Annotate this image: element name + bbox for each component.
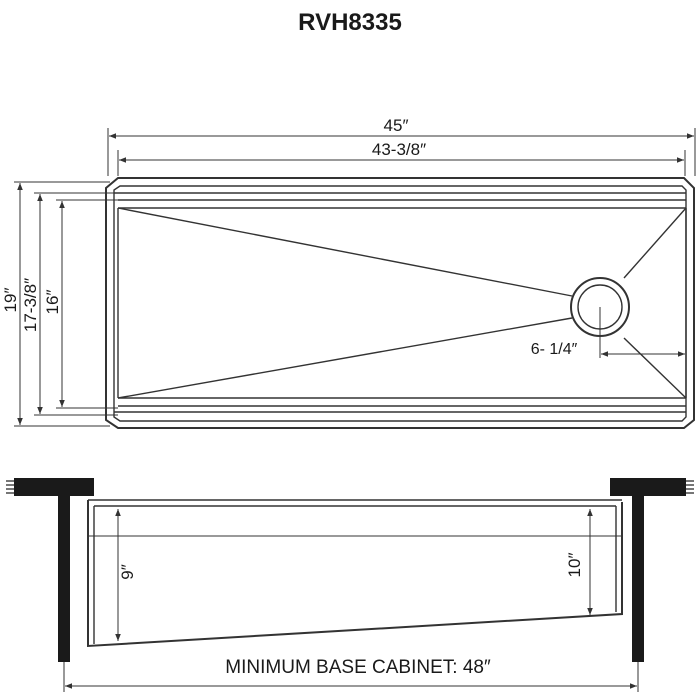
overall-width-dimension: 45″ [107, 116, 696, 176]
right-depth-label: 10″ [565, 553, 584, 578]
overall-depth-label: 19″ [1, 288, 20, 313]
sink-side-profile [87, 499, 623, 648]
right-depth-dimension: 10″ [565, 509, 593, 615]
overall-depth-dimension: 19″ [1, 181, 110, 427]
inner-depth-dimension: 16″ [43, 199, 118, 409]
top-view: 45″ 43-3/8″ 19″ 17-3/8″ 16″ [1, 116, 696, 429]
overall-width-label: 45″ [384, 116, 409, 135]
inner-width-label: 43-3/8″ [372, 140, 426, 159]
cabinet-wall-right [632, 496, 644, 662]
inner-depth-outer-dimension: 17-3/8″ [21, 192, 118, 416]
sink-top-outline [105, 177, 695, 429]
cabinet-wall-left [58, 496, 70, 662]
drain [570, 277, 630, 358]
countertop-left [6, 478, 94, 496]
countertop-right [610, 478, 694, 496]
drain-offset-label: 6- 1/4″ [531, 341, 578, 358]
cabinet-width-dimension [63, 662, 639, 692]
inner-depth-label: 16″ [43, 290, 62, 315]
left-depth-dimension: 9″ [115, 509, 137, 641]
inner-width-dimension: 43-3/8″ [117, 140, 686, 176]
left-depth-label: 9″ [118, 564, 137, 579]
model-title: RVH8335 [298, 9, 402, 36]
side-view: 9″ 10″ MINIMUM BASE CABINET: 48″ [6, 478, 694, 692]
drain-offset-dimension: 6- 1/4″ [531, 341, 685, 358]
inner-depth-outer-label: 17-3/8″ [21, 278, 40, 332]
cabinet-label: MINIMUM BASE CABINET: 48″ [225, 657, 491, 678]
